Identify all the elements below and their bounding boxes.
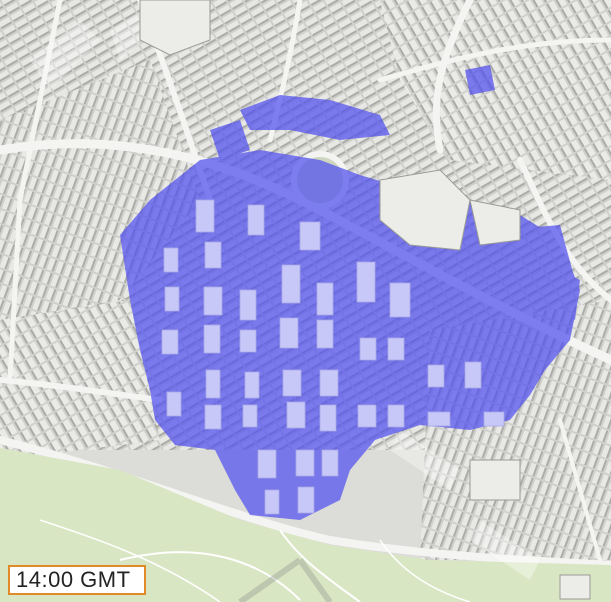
park-area — [0, 448, 611, 602]
time-of-day-label: 14:00 GMT — [8, 565, 146, 595]
shadow-overlay — [120, 65, 580, 520]
proposed-buildings — [161, 199, 505, 515]
existing-buildings — [139, 0, 591, 600]
